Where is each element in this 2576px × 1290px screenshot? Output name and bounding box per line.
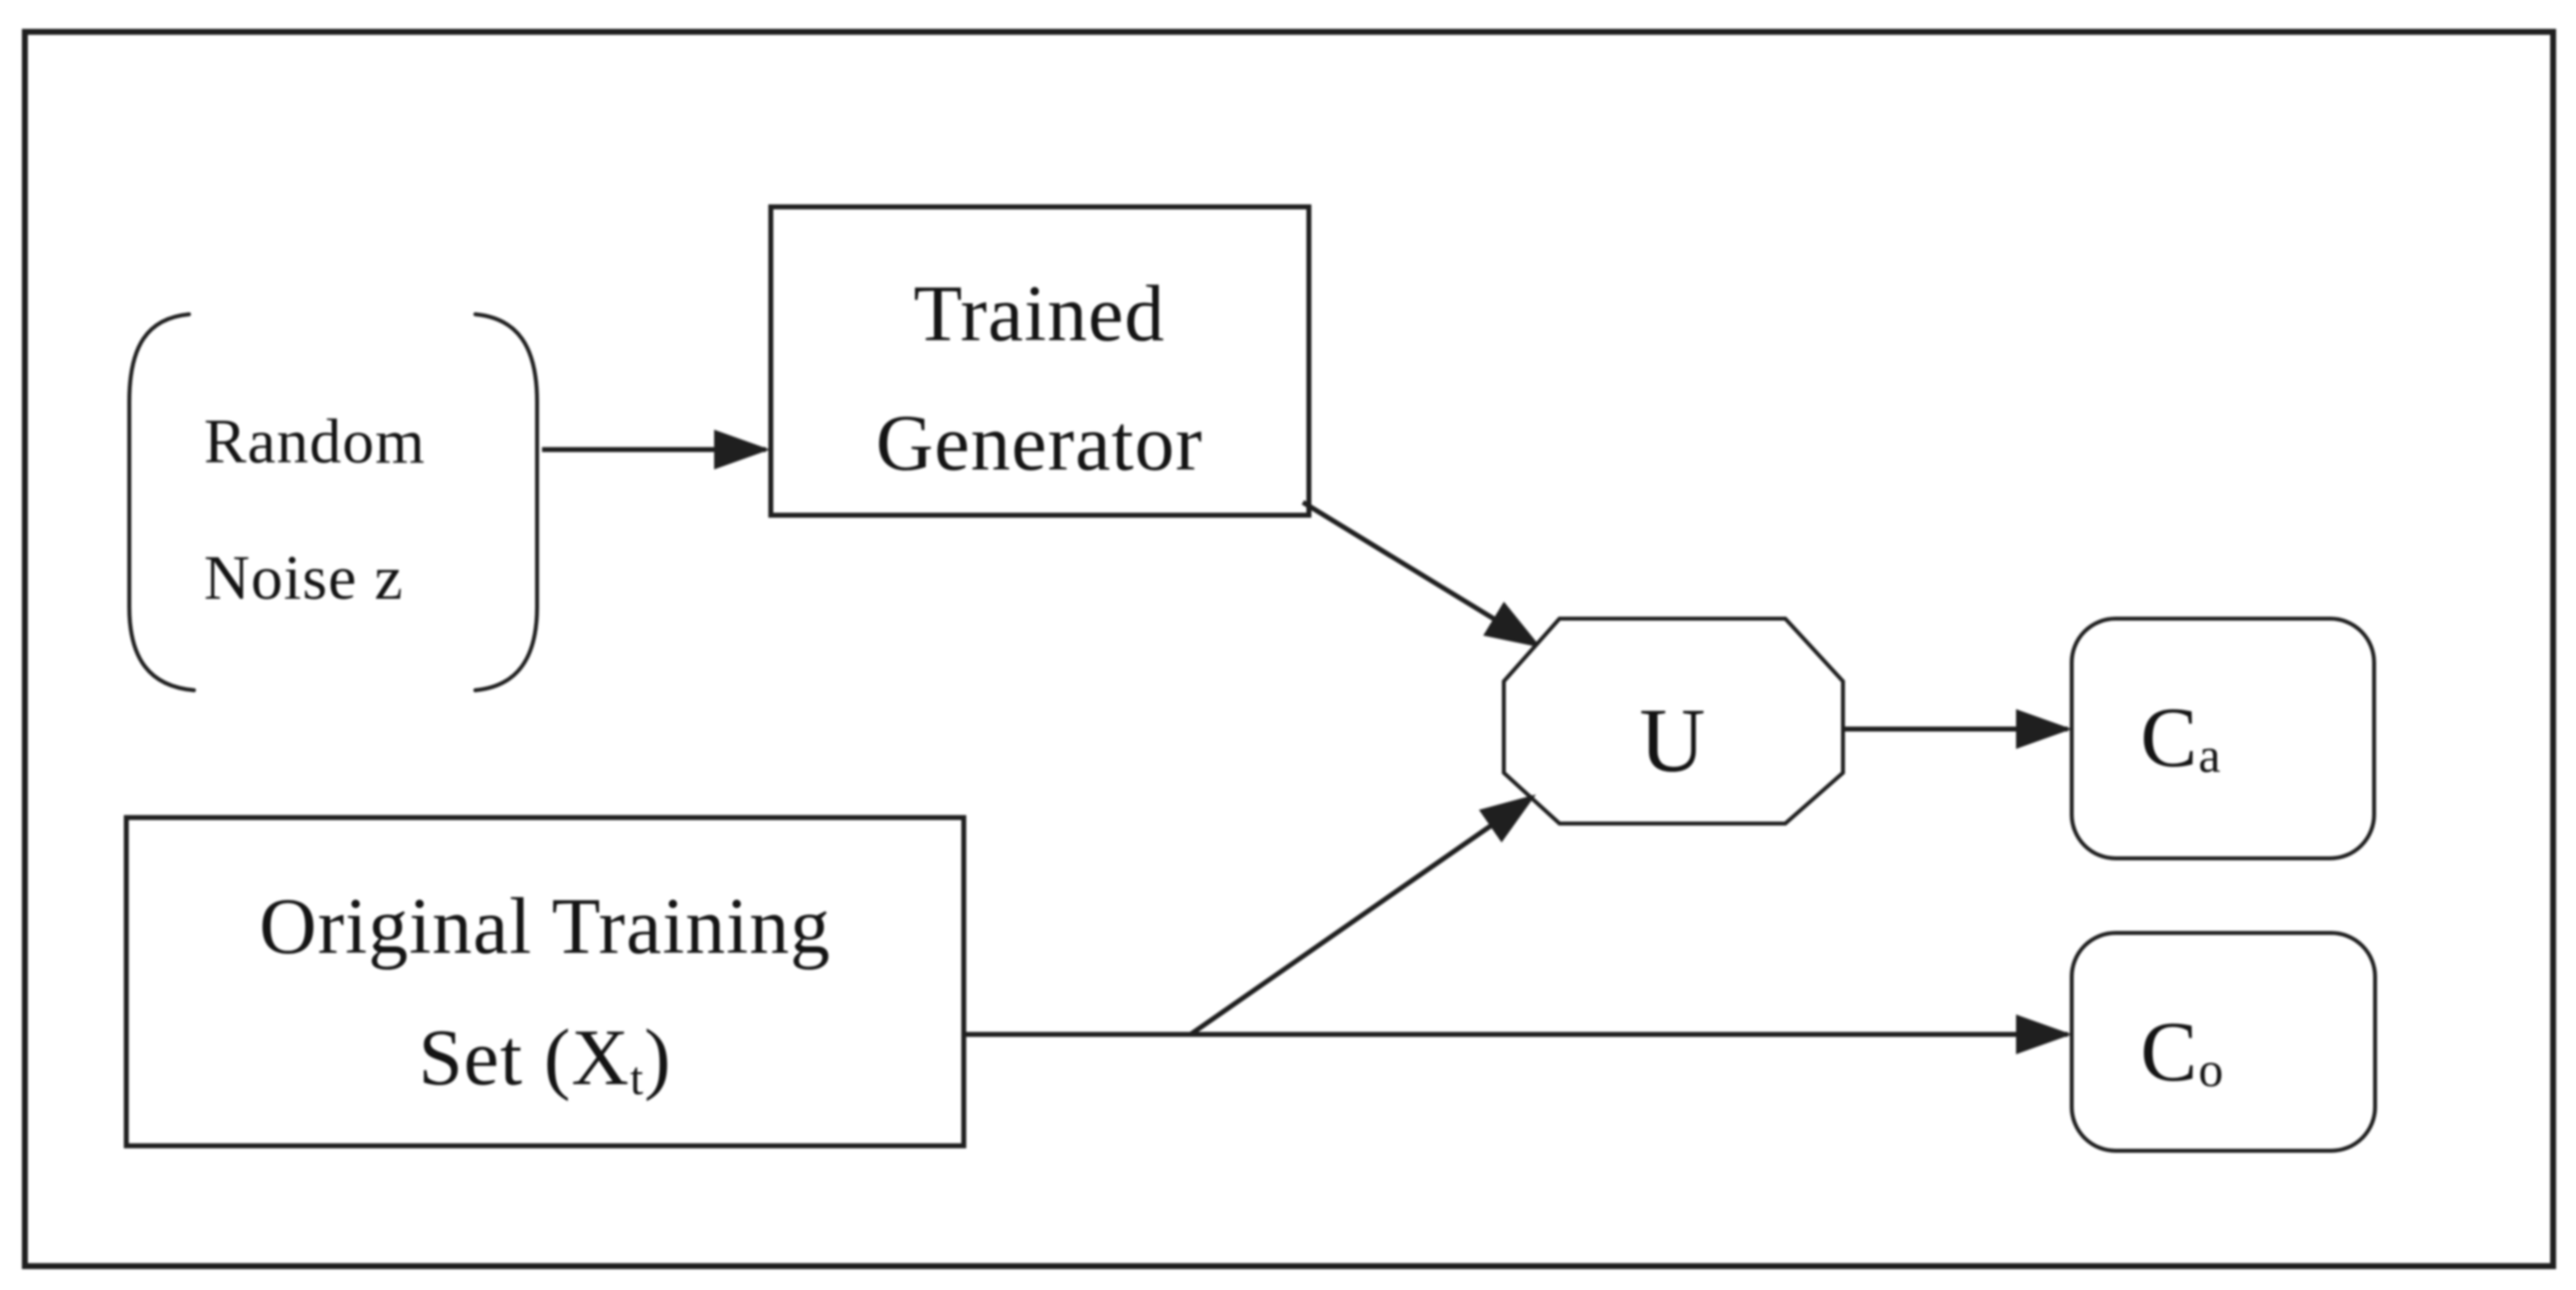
ca-box bbox=[2070, 617, 2376, 860]
trained-generator-box bbox=[768, 204, 1312, 518]
ca-label-base: C bbox=[2140, 689, 2198, 785]
co-label: Co bbox=[2140, 1004, 2224, 1099]
u-node-label: U bbox=[1639, 689, 1706, 791]
co-label-subscript: o bbox=[2198, 1041, 2224, 1097]
training-set-line2-prefix: Set (X bbox=[419, 1014, 631, 1102]
random-noise-bracket-left bbox=[127, 312, 196, 692]
original-training-set-label-line2: Set (Xt) bbox=[419, 1014, 672, 1105]
co-box bbox=[2070, 931, 2377, 1153]
edge-generator-to-u bbox=[1301, 499, 1542, 648]
co-label-base: C bbox=[2140, 1004, 2198, 1099]
training-set-line2-suffix: ) bbox=[644, 1014, 672, 1102]
trained-generator-label-line1: Trained bbox=[914, 271, 1166, 358]
original-training-set-label-line1: Original Training bbox=[260, 883, 831, 971]
edge-trainingset-to-u bbox=[1189, 794, 1537, 1037]
trained-generator-label-line2: Generator bbox=[876, 400, 1203, 487]
u-node-octagon bbox=[1502, 617, 1845, 826]
random-noise-label-line2: Noise z bbox=[204, 542, 404, 613]
ca-label: Ca bbox=[2140, 689, 2222, 785]
training-set-line2-subscript: t bbox=[630, 1052, 644, 1105]
random-noise-bracket-right bbox=[473, 312, 539, 692]
random-noise-label-line1: Random bbox=[204, 406, 426, 476]
ca-label-subscript: a bbox=[2198, 727, 2221, 783]
original-training-set-box bbox=[123, 815, 967, 1149]
